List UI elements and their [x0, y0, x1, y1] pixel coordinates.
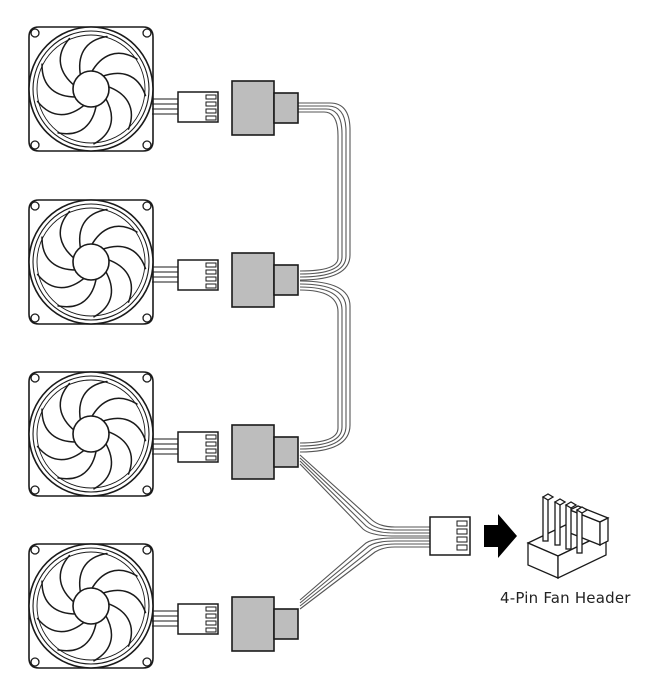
fan-plug-2 — [177, 259, 219, 291]
fan-plug-1 — [177, 91, 219, 123]
fan-icon — [28, 199, 154, 325]
fan-icon — [28, 543, 154, 669]
4-pin-header-icon — [526, 493, 610, 580]
main-output-plug — [429, 516, 471, 556]
splitter-socket-3 — [231, 424, 299, 480]
fan-lead-wires — [152, 98, 178, 627]
splitter-socket-2 — [231, 252, 299, 308]
splitter-cable — [298, 102, 430, 610]
fan-4 — [28, 543, 154, 669]
splitter-socket-1 — [231, 80, 299, 136]
fan-plug-3 — [177, 431, 219, 463]
fan-icon — [28, 371, 154, 497]
right-arrow-icon — [484, 514, 517, 558]
fan-plug-4 — [177, 603, 219, 635]
fan-2 — [28, 199, 154, 325]
fan-1 — [28, 26, 154, 152]
fan-3 — [28, 371, 154, 497]
fan-header-label: 4-Pin Fan Header — [500, 589, 631, 607]
splitter-socket-4 — [231, 596, 299, 652]
fan-icon — [28, 26, 154, 152]
